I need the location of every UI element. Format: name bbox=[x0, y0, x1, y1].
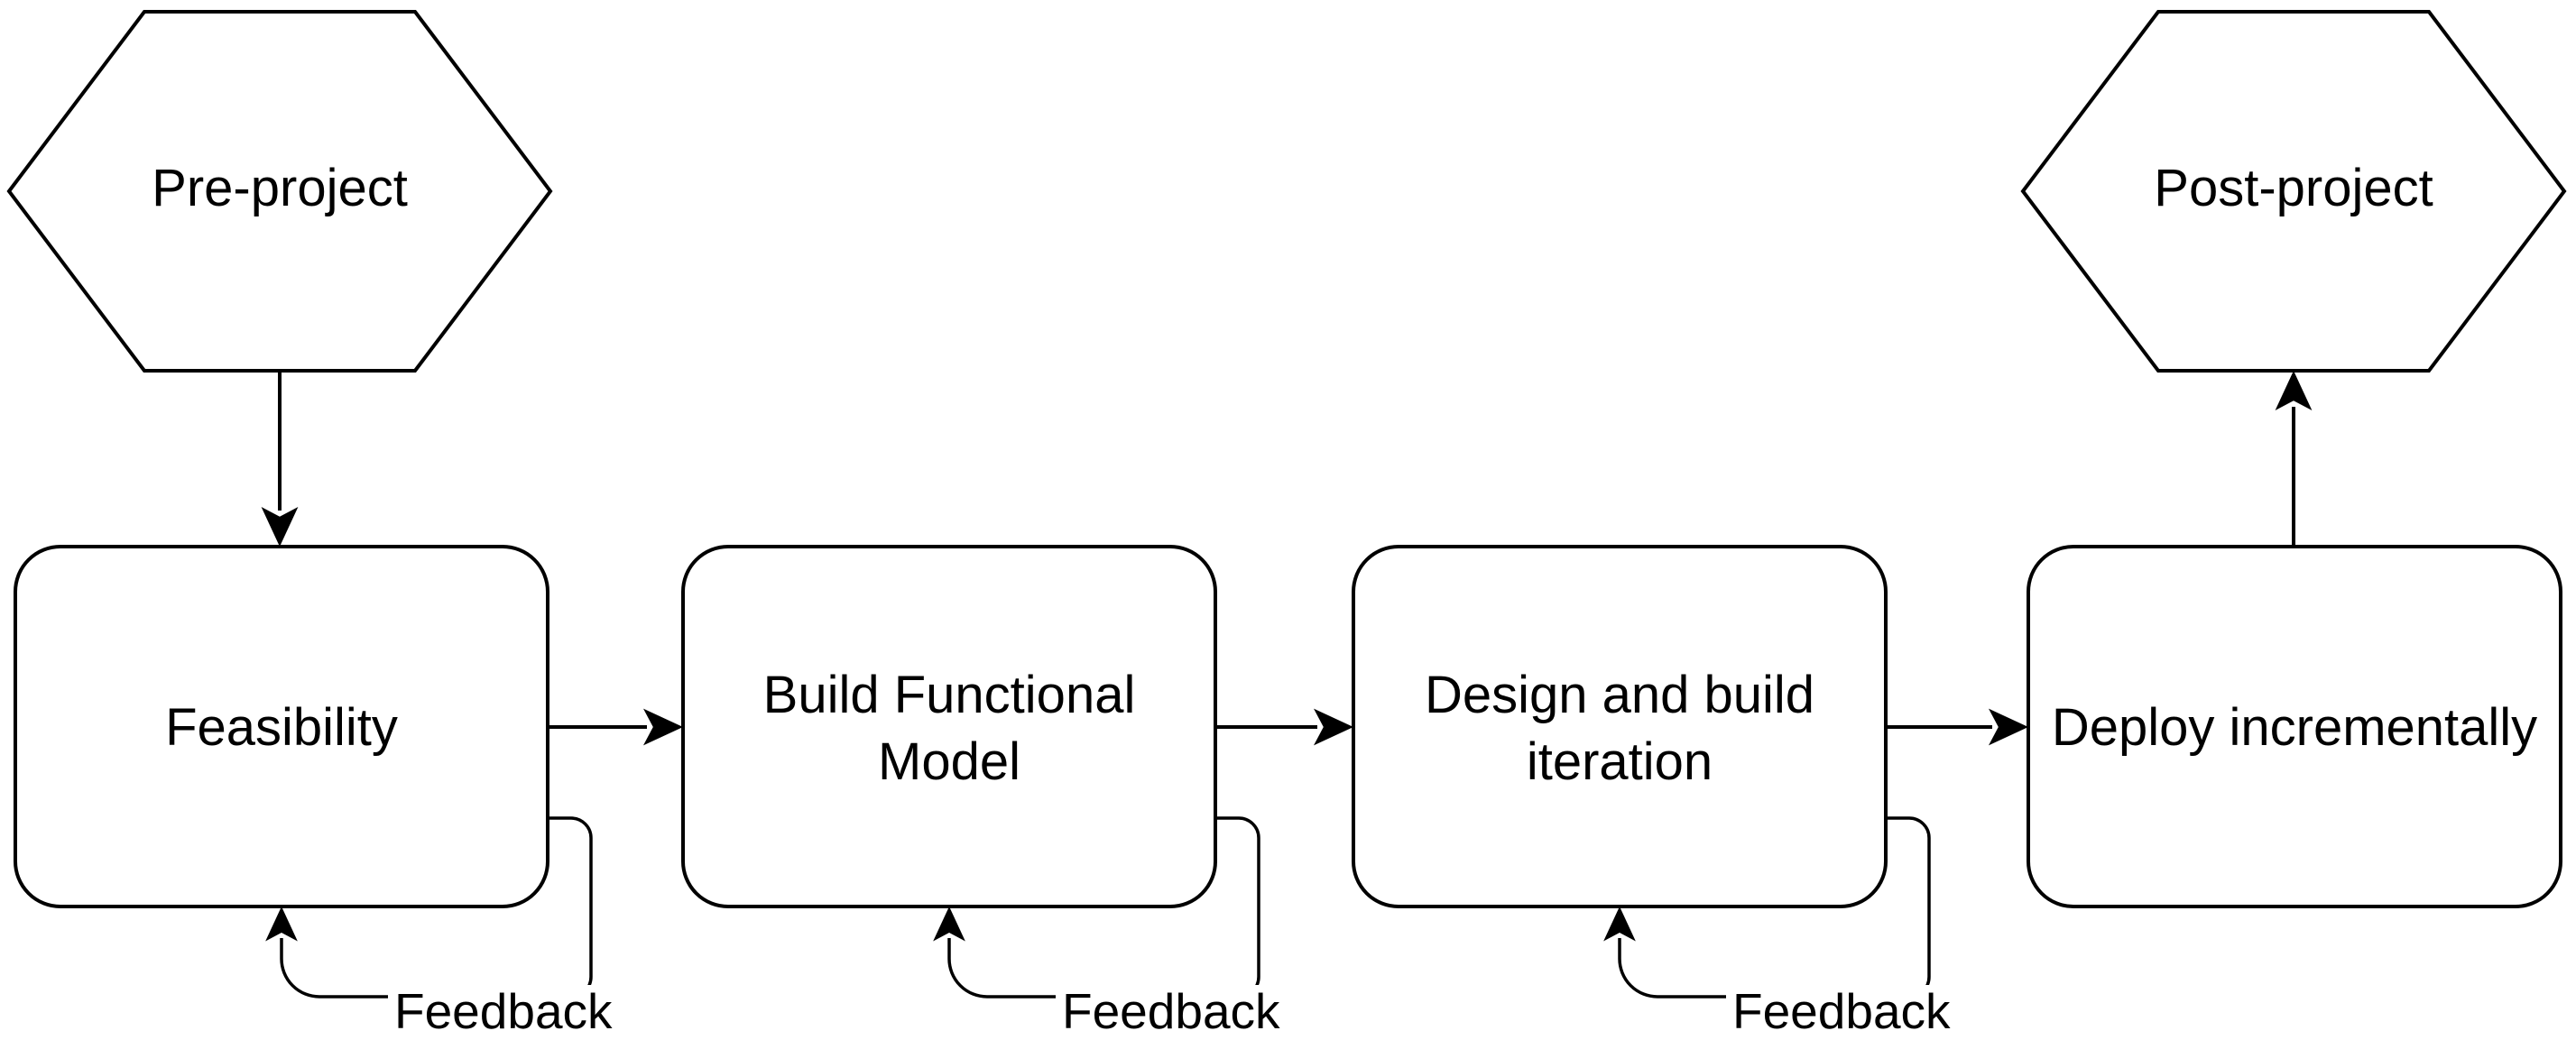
deploy-incrementally-label: Deploy incrementally bbox=[2052, 698, 2537, 757]
pre-project-label: Pre-project bbox=[152, 159, 408, 217]
feedback-label-background-build-functional-model bbox=[1056, 985, 1283, 1037]
design-and-build-iteration-label-line2: iteration bbox=[1527, 732, 1713, 791]
design-and-build-iteration-line2-text: iteration bbox=[1527, 732, 1713, 791]
feedback-label-feasibility: Feedback bbox=[394, 983, 613, 1039]
post-project-label: Post-project bbox=[2154, 159, 2433, 217]
build-functional-model-label-line2: Model bbox=[878, 732, 1020, 791]
build-functional-model-box bbox=[681, 545, 1217, 908]
feedback-label-design-and-build-iteration: Feedback bbox=[1732, 983, 1951, 1039]
pre-project-hexagon bbox=[6, 10, 553, 373]
build-functional-model-label-line1: Build Functional bbox=[763, 666, 1136, 724]
feedback-label-build-functional-model: Feedback bbox=[1062, 983, 1280, 1039]
post-project-hexagon bbox=[2020, 10, 2567, 373]
build-functional-model-line1-text: Build Functional bbox=[763, 666, 1136, 724]
design-and-build-iteration-label-line1: Design and build bbox=[1425, 666, 1814, 724]
design-and-build-iteration-box bbox=[1352, 545, 1888, 908]
feedback-label-background-design-and-build-iteration bbox=[1726, 985, 1953, 1037]
build-functional-model-line2-text: Model bbox=[878, 732, 1020, 791]
feasibility-label: Feasibility bbox=[165, 698, 398, 757]
feedback-label-background-feasibility bbox=[388, 985, 615, 1037]
design-and-build-iteration-line1-text: Design and build bbox=[1425, 666, 1814, 724]
